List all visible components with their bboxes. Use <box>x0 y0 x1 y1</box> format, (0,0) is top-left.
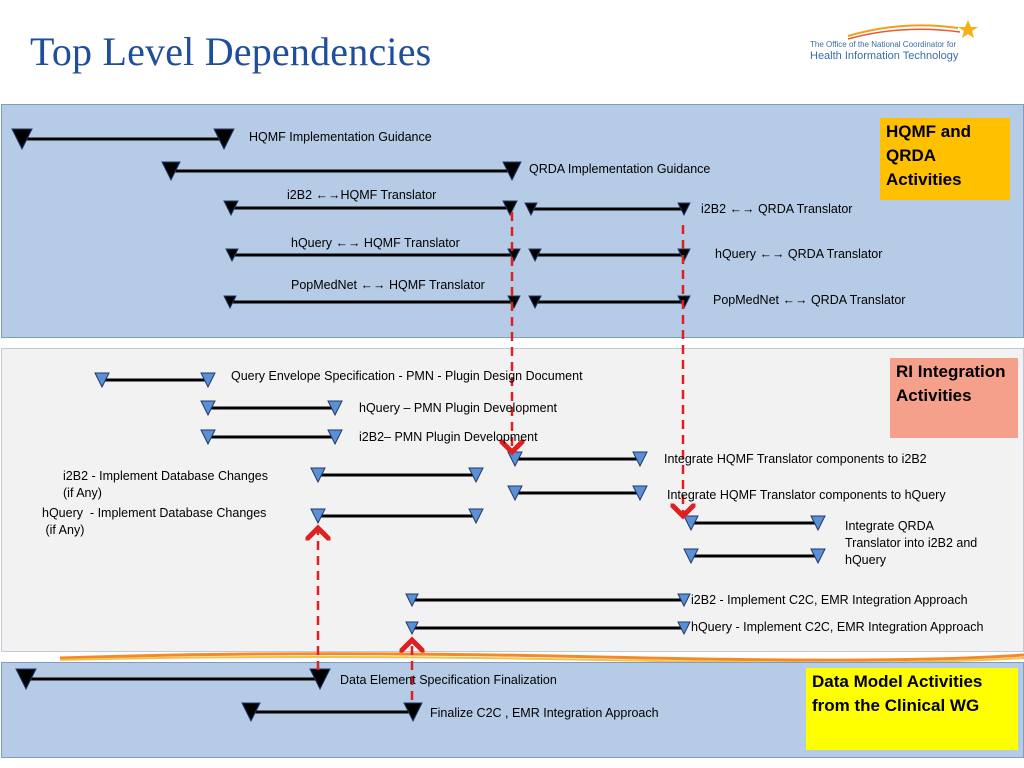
milestone-end-hquery-pmn <box>327 400 343 417</box>
milestone-start-hquery-qrda <box>528 248 542 263</box>
milestone-start-hquery-db-changes <box>310 508 326 525</box>
milestone-end-query-envelope <box>200 372 216 389</box>
milestone-start-popmednet-hqmf <box>223 295 237 310</box>
milestone-start-hquery-pmn <box>200 400 216 417</box>
milestone-end-hquery-db-changes <box>468 508 484 525</box>
milestone-end-finalize-c2c <box>403 702 423 723</box>
milestone-start-i2b2-c2c <box>405 593 419 608</box>
task-label-finalize-c2c: Finalize C2C , EMR Integration Approach <box>430 706 659 720</box>
milestone-start-hquery-hqmf <box>225 248 239 263</box>
task-label-i2b2-qrda: i2B2 ←→ QRDA Translator <box>701 202 853 216</box>
milestone-end-hquery-c2c <box>677 621 691 636</box>
milestone-end-i2b2-c2c <box>677 593 691 608</box>
star-swoosh-icon <box>847 20 978 40</box>
milestone-start-query-envelope <box>94 372 110 389</box>
hqmf-qrda-box: HQMF and QRDA Activities <box>880 118 1010 200</box>
logo-line-2: Health Information Technology <box>810 50 959 62</box>
task-label-i2b2-pmn: i2B2– PMN Plugin Development <box>359 430 538 444</box>
milestone-end-i2b2-qrda <box>677 202 691 217</box>
task-label-i2b2-c2c: i2B2 - Implement C2C, EMR Integration Ap… <box>691 593 968 607</box>
data-model-box: Data Model Activities from the Clinical … <box>806 668 1018 750</box>
milestone-start-data-element-spec <box>15 668 37 691</box>
page-title: Top Level Dependencies <box>30 29 432 74</box>
milestone-start-hqmf-guidance <box>11 128 33 151</box>
milestone-start-integrate-qrda-b <box>683 548 699 565</box>
milestone-end-qrda-guidance <box>502 161 522 182</box>
task-label-hquery-qrda: hQuery ←→ QRDA Translator <box>715 247 883 261</box>
task-label-integrate-hqmf-hquery: Integrate HQMF Translator components to … <box>667 488 946 502</box>
milestone-start-i2b2-qrda <box>524 202 538 217</box>
milestone-end-integrate-hqmf-i2b2 <box>632 451 648 468</box>
milestone-end-integrate-qrda-a <box>810 515 826 532</box>
milestone-end-integrate-hqmf-hquery <box>632 485 648 502</box>
task-label-popmednet-qrda: PopMedNet ←→ QRDA Translator <box>713 293 906 307</box>
ri-integration-box: RI Integration Activities <box>890 358 1018 438</box>
task-label-integrate-qrda: Integrate QRDA Translator into i2B2 and … <box>845 519 978 567</box>
task-label-popmednet-hqmf: PopMedNet ←→ HQMF Translator <box>291 278 485 292</box>
task-label-hquery-hqmf: hQuery ←→ HQMF Translator <box>291 236 460 250</box>
logo-line-1: The Office of the National Coordinator f… <box>810 40 957 49</box>
task-label-hquery-c2c: hQuery - Implement C2C, EMR Integration … <box>691 620 984 634</box>
task-label-data-element-spec: Data Element Specification Finalization <box>340 673 557 687</box>
task-label-i2b2-db-changes: i2B2 - Implement Database Changes (if An… <box>63 469 268 500</box>
task-label-query-envelope: Query Envelope Specification - PMN - Plu… <box>231 369 583 383</box>
milestone-start-i2b2-pmn <box>200 429 216 446</box>
onc-logo: The Office of the National Coordinator f… <box>808 18 988 68</box>
milestone-start-integrate-hqmf-hquery <box>507 485 523 502</box>
decorative-stripe <box>59 652 1024 662</box>
task-label-qrda-guidance: QRDA Implementation Guidance <box>529 162 711 176</box>
milestone-end-integrate-qrda-b <box>810 548 826 565</box>
milestone-end-hquery-hqmf <box>507 248 521 263</box>
milestone-start-finalize-c2c <box>241 702 261 723</box>
milestone-start-i2b2-db-changes <box>310 467 326 484</box>
task-label-hqmf-guidance: HQMF Implementation Guidance <box>249 130 432 144</box>
task-label-integrate-hqmf-i2b2: Integrate HQMF Translator components to … <box>664 452 927 466</box>
milestone-end-i2b2-pmn <box>327 429 343 446</box>
milestone-start-qrda-guidance <box>161 161 181 182</box>
milestone-end-i2b2-db-changes <box>468 467 484 484</box>
milestone-end-hqmf-guidance <box>213 128 235 151</box>
milestone-end-data-element-spec <box>309 668 331 691</box>
milestone-start-i2b2-hqmf <box>223 200 239 217</box>
task-label-hquery-pmn: hQuery – PMN Plugin Development <box>359 401 558 415</box>
milestone-end-i2b2-hqmf <box>502 200 518 217</box>
task-label-hquery-db-changes: hQuery - Implement Database Changes (if … <box>42 506 267 537</box>
milestone-start-popmednet-qrda <box>528 295 542 310</box>
milestone-start-hquery-c2c <box>405 621 419 636</box>
task-label-i2b2-hqmf: i2B2 ←→HQMF Translator <box>287 188 437 202</box>
